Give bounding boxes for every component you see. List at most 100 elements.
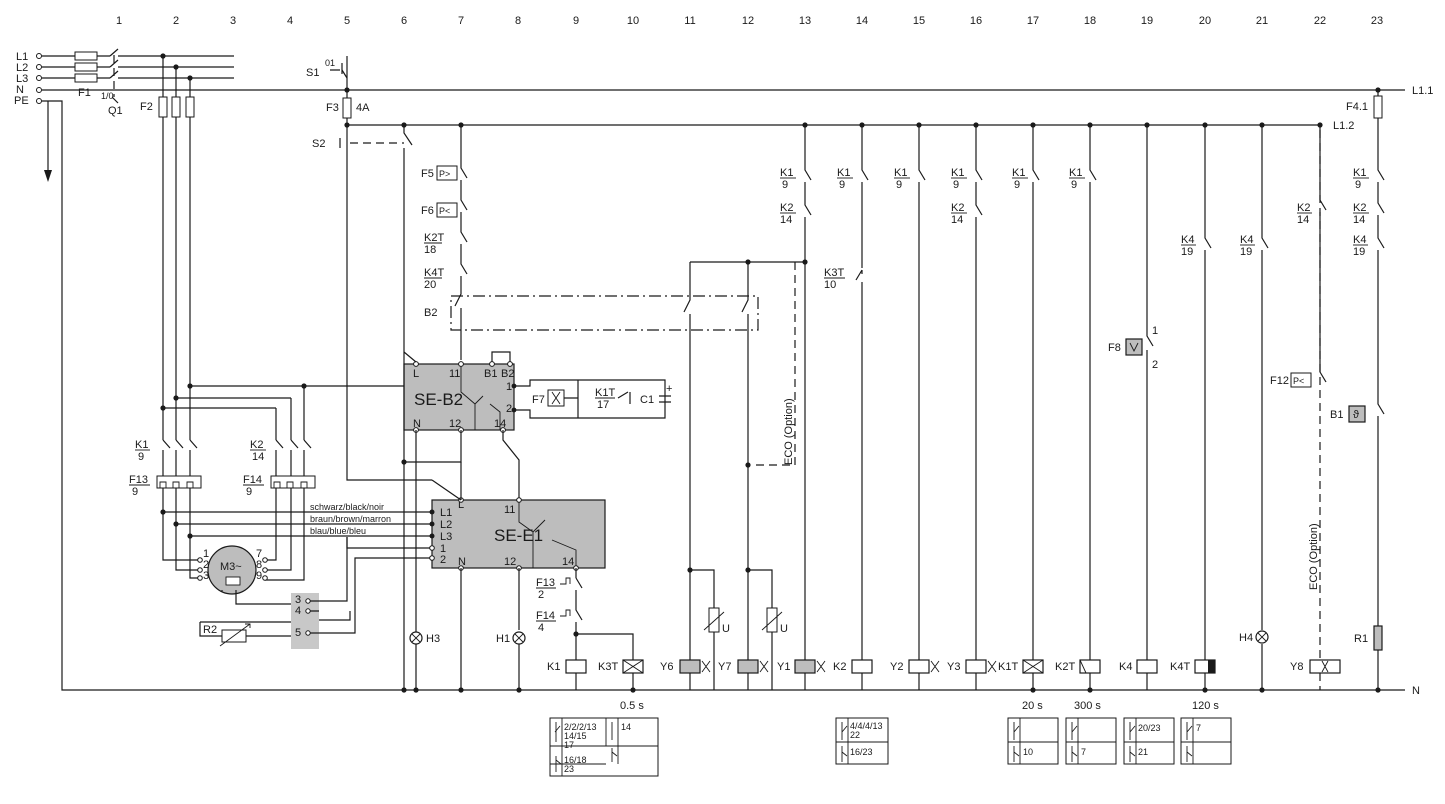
- b1-symbol: ϑ: [1353, 409, 1359, 421]
- col-2: 2: [173, 15, 179, 27]
- se-e1-l2: L2: [440, 519, 452, 531]
- k1-table-no3: 17: [564, 740, 574, 750]
- k2-c16-label: K2: [951, 202, 964, 214]
- k2-c23-ref: 14: [1353, 214, 1365, 226]
- coil-y3: [965, 659, 987, 674]
- k2-table-no2: 22: [850, 730, 860, 740]
- coil-k1t-label: K1T: [998, 661, 1018, 673]
- label-h1: H1: [496, 633, 510, 645]
- k1-c23-label: K1: [1353, 167, 1366, 179]
- column-numbers: 1 2 3 4 5 6 7 8 9 10 11 12 13 14 15 16 1…: [116, 15, 1383, 27]
- se-b2-b1: B1: [484, 368, 497, 380]
- motor-m3: M3~ 1 2 3 7 8 9: [197, 545, 268, 595]
- label-f1: F1: [78, 87, 91, 99]
- motor-t8: 8: [256, 559, 262, 571]
- coil-k1-label: K1: [547, 661, 560, 673]
- col-3: 3: [230, 15, 236, 27]
- label-r2: R2: [203, 624, 217, 636]
- k1-c15-label: K1: [894, 167, 907, 179]
- se-e1-2: 2: [440, 554, 446, 566]
- se-b2-l: L: [413, 368, 419, 380]
- motor-t2: 2: [203, 559, 209, 571]
- col-20: 20: [1199, 15, 1211, 27]
- k1-c17-ref: 9: [1014, 179, 1020, 191]
- timer-k4t: 120 s: [1192, 700, 1219, 712]
- col-6: 6: [401, 15, 407, 27]
- col-17: 17: [1027, 15, 1039, 27]
- coil-y2: [908, 659, 930, 674]
- col-7: 7: [458, 15, 464, 27]
- col-10: 10: [627, 15, 639, 27]
- coil-k2: [851, 659, 873, 674]
- label-b2: B2: [424, 307, 437, 319]
- label-k1t-ctrl-ref: 17: [597, 399, 609, 411]
- label-f14: F14: [243, 474, 262, 486]
- k2-table-nc: 16/23: [850, 747, 873, 757]
- label-k1-power: K1: [135, 439, 148, 451]
- k4-table-nc: 21: [1138, 747, 1148, 757]
- k1-c18-ref: 9: [1071, 179, 1077, 191]
- label-f3-rating: 4A: [356, 102, 370, 114]
- label-f5: F5: [421, 168, 434, 180]
- se-e1-n: N: [458, 556, 466, 568]
- coil-k1: [565, 659, 587, 674]
- label-f14-ref: 9: [246, 486, 252, 498]
- k1-contacts: K1 9 K2 14 K1 9 K3T 10 K1 9 K1 9 K2 14 K…: [780, 122, 1097, 660]
- k1-table-no2: 14/15: [564, 731, 587, 741]
- k1-c16-ref: 9: [953, 179, 959, 191]
- se-e1-1: 1: [440, 543, 446, 555]
- se-e1-11: 11: [504, 504, 515, 516]
- f8-t2: 2: [1152, 359, 1158, 371]
- label-c1-plus: +: [666, 383, 672, 395]
- label-f13-ctrl: F13: [536, 577, 555, 589]
- k1-table-no-b: 14: [621, 722, 631, 732]
- k1-c17-label: K1: [1012, 167, 1025, 179]
- se-b2-b2: B2: [501, 368, 514, 380]
- se-e1-l1: L1: [440, 507, 452, 519]
- k4-c21-ref: 19: [1240, 246, 1252, 258]
- k2-c22-ref: 14: [1297, 214, 1309, 226]
- label-k1-power-ref: 9: [138, 451, 144, 463]
- k3t-c14-label: K3T: [824, 267, 844, 279]
- k4-table-no: 20/23: [1138, 723, 1161, 733]
- coil-k4: [1136, 659, 1158, 674]
- col-1: 1: [116, 15, 122, 27]
- label-f13-ctrl-ref: 2: [538, 589, 544, 601]
- label-f8: F8: [1108, 342, 1121, 354]
- label-s2: S2: [312, 138, 325, 150]
- label-k4t: K4T: [424, 267, 444, 279]
- k2-c13-label: K2: [780, 202, 793, 214]
- contact-table-k2t: 7: [1065, 717, 1117, 765]
- col-21: 21: [1256, 15, 1268, 27]
- coil-y3-label: Y3: [947, 661, 960, 673]
- wire-blue-label: blau/blue/bleu: [310, 526, 366, 536]
- k1-table-nc2: 23: [564, 764, 574, 774]
- k1-c16-label: K1: [951, 167, 964, 179]
- label-n: N: [16, 84, 24, 96]
- coil-y7: [737, 659, 759, 674]
- coil-y1-label: Y1: [777, 661, 790, 673]
- eco-option-left: ECO (Option): [783, 398, 795, 465]
- label-n-right: N: [1412, 685, 1420, 697]
- f8-t1: 1: [1152, 325, 1158, 337]
- label-f7: F7: [532, 394, 545, 406]
- coil-y2-label: Y2: [890, 661, 903, 673]
- se-b2-12: 12: [449, 418, 461, 430]
- f5-symbol: P>: [439, 169, 450, 179]
- k1-c13-ref: 9: [782, 179, 788, 191]
- se-b2-11: 11: [449, 368, 460, 380]
- label-s1: S1: [306, 67, 319, 79]
- motor-t7: 7: [256, 548, 262, 560]
- label-k1t-ctrl: K1T: [595, 387, 615, 399]
- label-f2: F2: [140, 101, 153, 113]
- col-12: 12: [742, 15, 754, 27]
- label-f14-ctrl-ref: 4: [538, 622, 544, 634]
- coil-y7-label: Y7: [718, 661, 731, 673]
- k1-c14-label: K1: [837, 167, 850, 179]
- coil-k3t-label: K3T: [598, 661, 618, 673]
- timer-k1t: 20 s: [1022, 700, 1043, 712]
- timer-k2t: 300 s: [1074, 700, 1101, 712]
- se-e1-12: 12: [504, 556, 516, 568]
- label-k2t: K2T: [424, 232, 444, 244]
